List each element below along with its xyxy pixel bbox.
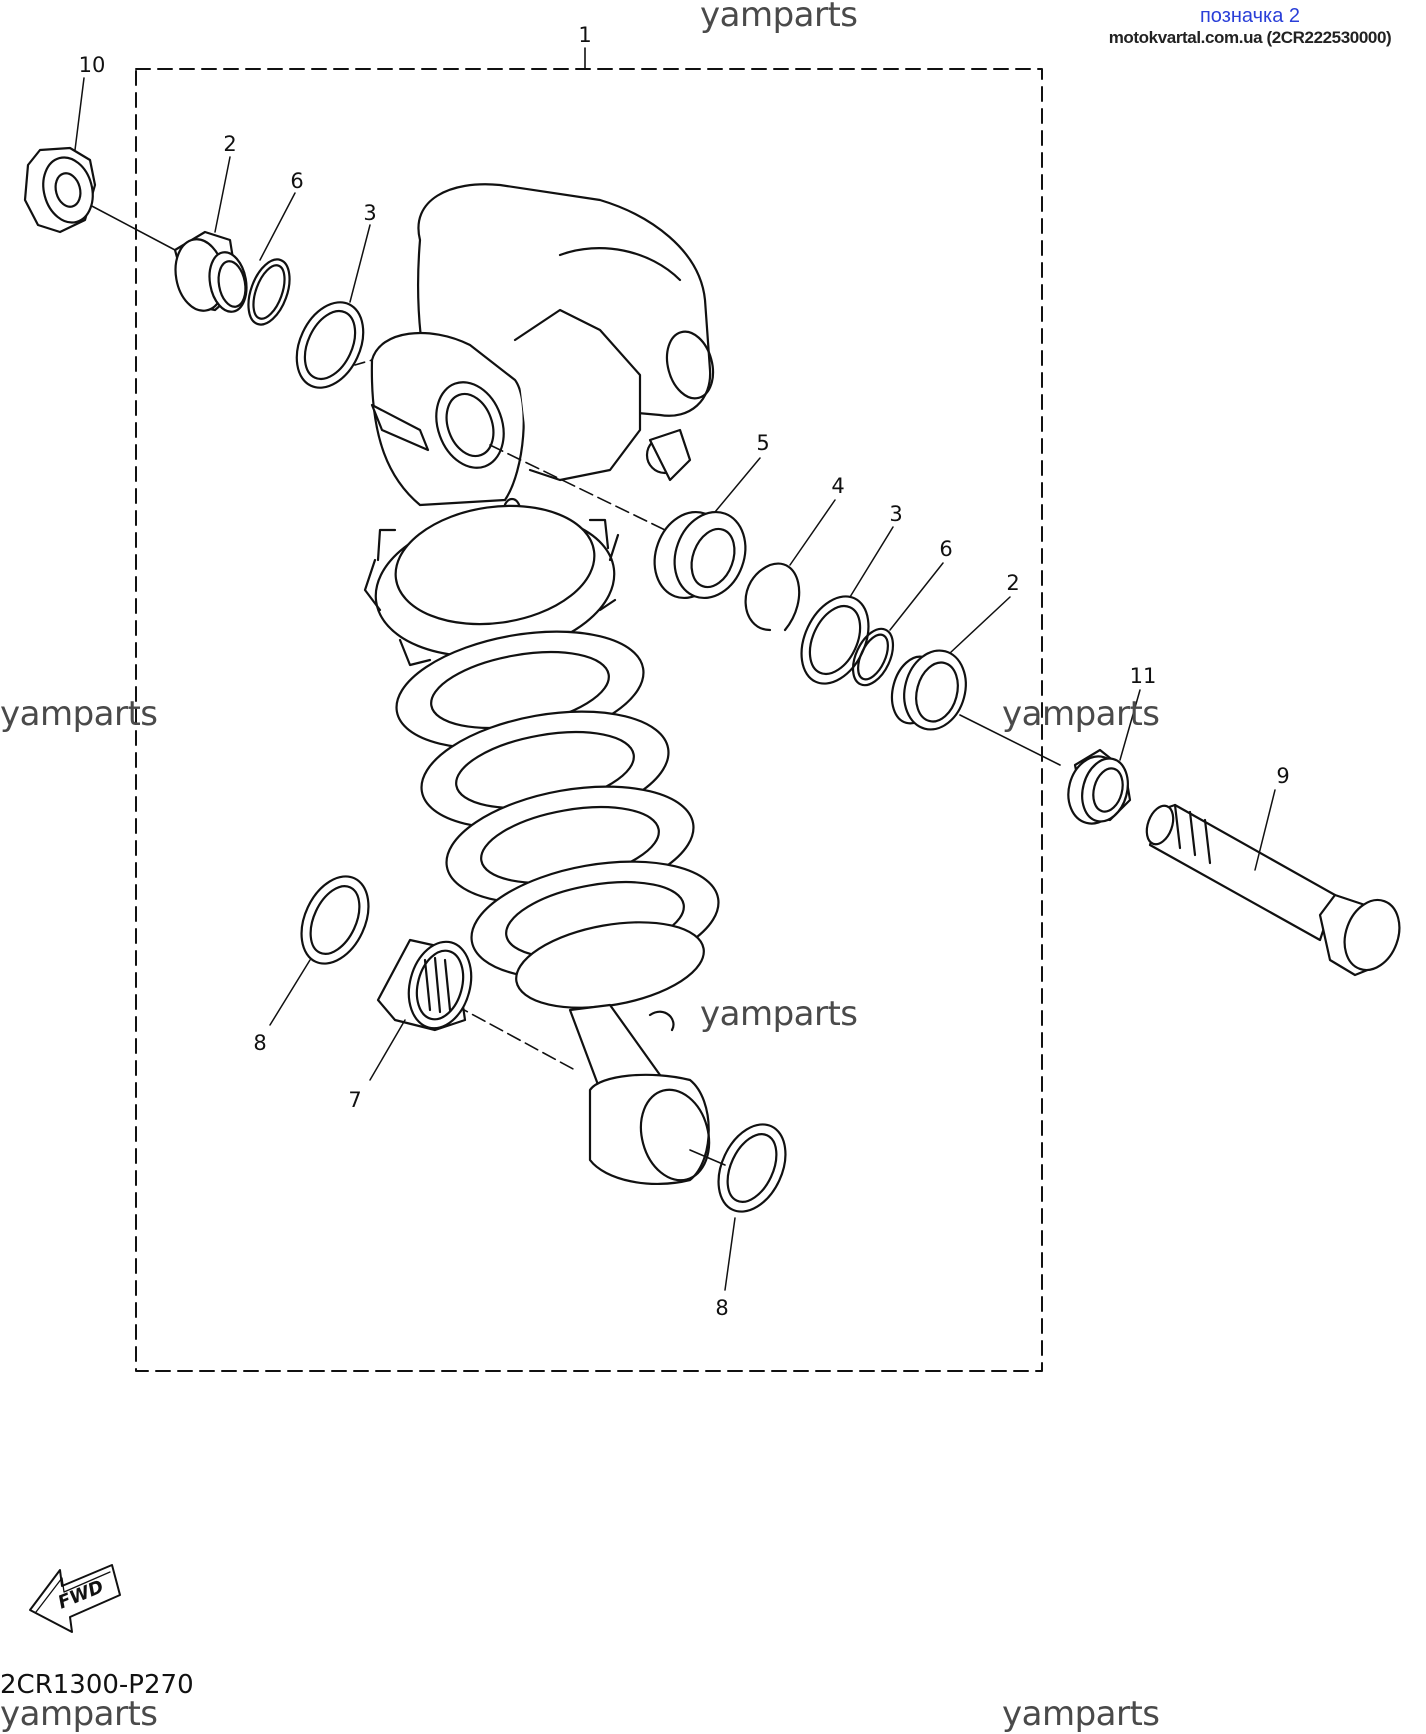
part-8-seal-lower [717,1123,787,1213]
callout-10: 10 [79,53,106,77]
watermark-bottom-left: yamparts [0,1694,158,1734]
header-source: motokvartal.com.ua (2CR222530000) [1108,28,1392,47]
drawing-code: 2CR1300-P270 [0,1670,194,1700]
callout-1: 1 [578,23,591,47]
coil-spring [395,630,720,1009]
callout-4: 4 [831,474,844,498]
watermark-right: yamparts [1002,694,1160,734]
upper-eyelet [370,308,692,558]
watermark-left: yamparts [0,694,158,734]
part-6-oring-left [247,258,291,326]
part-11-collar [1067,748,1132,825]
callout-8-upper: 8 [253,1031,266,1055]
watermark-top: yamparts [700,0,858,35]
callout-2-left: 2 [223,132,236,156]
watermark-center: yamparts [700,994,858,1034]
fwd-arrow-icon [29,1564,121,1633]
part-2-spacer-left [173,230,248,313]
assembly-box [135,68,1043,1372]
part-2-spacer-right [890,649,967,731]
callout-6-right: 6 [939,537,952,561]
callout-11: 11 [1130,664,1157,688]
callout-8-lower: 8 [715,1296,728,1320]
spring-collar [363,504,620,677]
part-4-circlip [744,562,801,632]
callouts: 1 10 2 6 3 5 4 3 6 2 11 9 8 7 8 [79,23,1290,1320]
callout-7: 7 [348,1088,361,1112]
part-10-collar [23,146,97,234]
part-8-seal-upper [300,875,370,965]
callout-6-left: 6 [290,169,303,193]
callout-9: 9 [1276,764,1289,788]
callout-3-left: 3 [363,201,376,225]
watermark-bottom-right: yamparts [1002,1694,1160,1734]
part-6-oring-right [851,627,895,687]
callout-2-right: 2 [1006,571,1019,595]
callout-3-right: 3 [889,502,902,526]
part-3-seal-left [295,301,365,389]
part-9-bolt [1145,803,1401,977]
part-7-needle-bearing [376,938,473,1032]
lower-eyelet [568,1003,711,1186]
callout-5: 5 [756,431,769,455]
header-link[interactable]: позначка 2 [1199,5,1301,27]
part-5-bearing [653,510,747,600]
